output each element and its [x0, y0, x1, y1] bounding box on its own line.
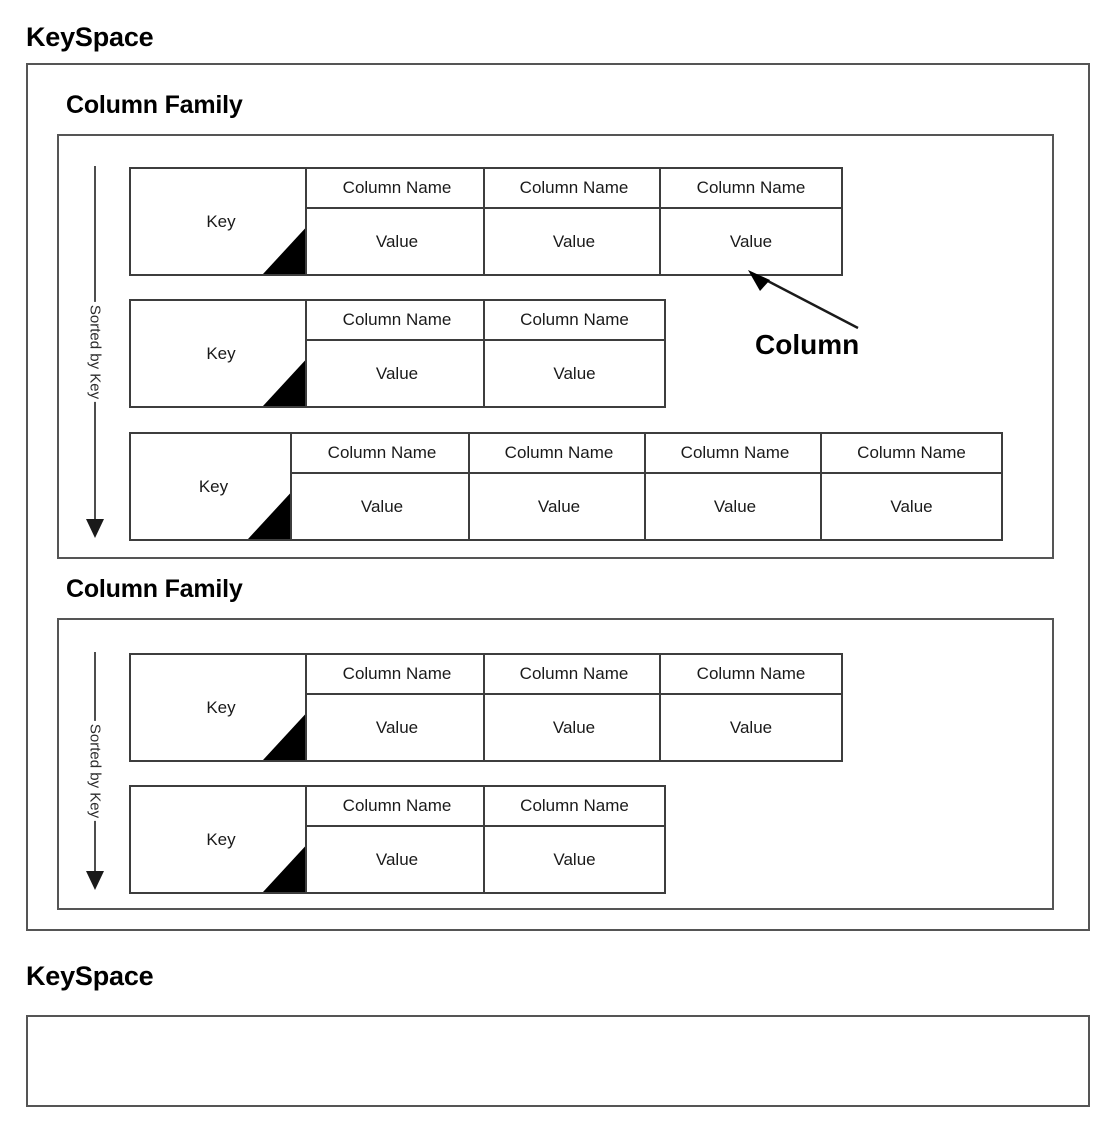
column-cell: Column Name Value	[290, 432, 474, 541]
row-key-cell: Key	[129, 299, 313, 408]
column-family-title-2: Column Family	[66, 575, 243, 603]
key-corner-triangle-icon	[263, 840, 311, 892]
column-value: Value	[729, 231, 773, 251]
column-name: Column Name	[485, 787, 664, 827]
column-cell: Column Name Value	[483, 167, 665, 276]
column-name: Column Name	[292, 434, 472, 474]
column-value: Value	[552, 717, 596, 737]
column-name: Column Name	[307, 169, 487, 209]
key-corner-triangle-icon	[263, 708, 311, 760]
column-cell: Column Name Value	[483, 785, 666, 894]
column-cell: Column Name Value	[305, 785, 489, 894]
column-callout-label: Column	[755, 329, 860, 360]
key-corner-triangle-icon	[263, 354, 311, 406]
column-cell: Column Name Value	[468, 432, 650, 541]
column-name: Column Name	[661, 169, 841, 209]
key-corner-triangle-icon	[263, 222, 311, 274]
row-key-cell: Key	[129, 432, 298, 541]
keyspace-title-bottom: KeySpace	[26, 961, 154, 991]
sort-axis-arrowhead-icon	[86, 519, 104, 538]
column-name: Column Name	[485, 301, 664, 341]
sort-axis-arrowhead-icon	[86, 871, 104, 890]
column-name: Column Name	[470, 434, 648, 474]
column-cell: Column Name Value	[659, 167, 843, 276]
table-row: Key Column Name Value Column Name Value …	[129, 432, 1014, 541]
column-cell: Column Name Value	[305, 653, 489, 762]
column-value: Value	[375, 363, 419, 383]
column-cell: Column Name Value	[820, 432, 1003, 541]
row-key-label: Key	[206, 697, 236, 717]
row-key-label: Key	[206, 343, 236, 363]
column-name: Column Name	[661, 655, 841, 695]
keyspace-container-bottom	[26, 1015, 1090, 1107]
column-value: Value	[553, 363, 596, 383]
key-corner-triangle-icon	[248, 487, 296, 539]
column-value: Value	[890, 496, 933, 516]
column-name: Column Name	[822, 434, 1001, 474]
sorted-by-key-axis-1: Sorted by Key	[74, 166, 116, 538]
column-name: Column Name	[485, 169, 663, 209]
column-name: Column Name	[307, 301, 487, 341]
row-key-cell: Key	[129, 167, 313, 276]
column-name: Column Name	[485, 655, 663, 695]
sorted-by-key-label-2: Sorted by Key	[86, 720, 104, 822]
column-cell: Column Name Value	[483, 299, 666, 408]
column-value: Value	[375, 849, 419, 869]
table-row: Key Column Name Value Column Name Value …	[129, 653, 843, 762]
column-cell: Column Name Value	[305, 167, 489, 276]
column-value: Value	[713, 496, 757, 516]
column-cell: Column Name Value	[305, 299, 489, 408]
keyspace-title-top: KeySpace	[26, 22, 154, 52]
column-value: Value	[729, 717, 773, 737]
row-key-cell: Key	[129, 785, 313, 894]
column-value: Value	[553, 849, 596, 869]
table-row: Key Column Name Value Column Name Value	[129, 785, 666, 894]
column-name: Column Name	[646, 434, 824, 474]
column-name: Column Name	[307, 655, 487, 695]
column-name: Column Name	[307, 787, 487, 827]
column-value: Value	[552, 231, 596, 251]
row-key-label: Key	[198, 476, 229, 496]
column-value: Value	[360, 496, 404, 516]
column-value: Value	[375, 717, 419, 737]
row-key-label: Key	[206, 211, 236, 231]
row-key-cell: Key	[129, 653, 313, 762]
column-value: Value	[537, 496, 581, 516]
table-row: Key Column Name Value Column Name Value …	[129, 167, 843, 276]
column-cell: Column Name Value	[659, 653, 843, 762]
column-cell: Column Name Value	[483, 653, 665, 762]
sorted-by-key-axis-2: Sorted by Key	[74, 652, 116, 890]
row-key-label: Key	[206, 829, 236, 849]
column-family-title-1: Column Family	[66, 91, 243, 119]
column-cell: Column Name Value	[644, 432, 826, 541]
sorted-by-key-label-1: Sorted by Key	[86, 301, 104, 403]
table-row: Key Column Name Value Column Name Value	[129, 299, 666, 408]
column-value: Value	[375, 231, 419, 251]
